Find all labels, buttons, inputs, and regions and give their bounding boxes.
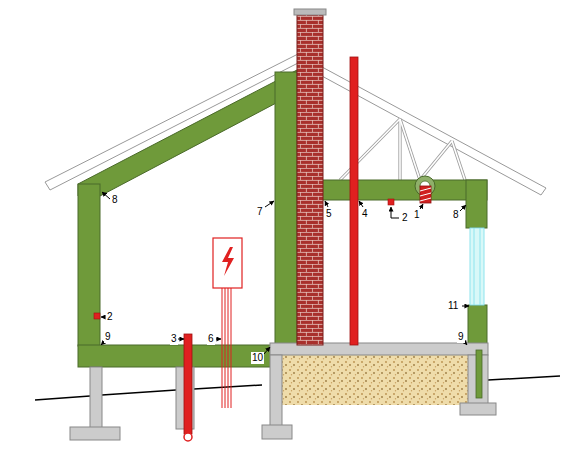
foundation-wall [270,355,282,427]
callout-number: 4 [361,208,369,220]
insulated-rafter [78,70,297,196]
roof-truss [340,119,465,180]
callout-number: 9 [457,331,465,343]
gravel-fill [282,355,468,405]
flex-duct-coil [420,188,431,201]
callout-number: 10 [251,352,264,364]
callout-number: 6 [207,333,215,345]
callout-number: 8 [111,194,119,206]
flex-duct [420,186,431,203]
vent-pipe [350,57,358,345]
footing [262,425,292,439]
callout-number: 1 [413,209,421,221]
leader-line [101,192,469,354]
callout-number: 2 [106,311,114,323]
plumbing-pipe [184,334,192,434]
window-frame [474,228,475,305]
foundation-insulation [476,350,482,398]
callout-number: 8 [452,209,460,221]
chimney [297,14,323,345]
insulated-wall [468,305,487,347]
ground-line [102,390,176,395]
ground-line [35,396,90,400]
ground-line [488,376,560,380]
pipe-opening [184,433,192,441]
callout-number: 5 [325,208,333,220]
callout-number: 7 [256,206,264,218]
callout-number: 11 [447,300,459,312]
insulated-wall [78,184,100,346]
lightning-symbol [222,247,234,276]
window-frame [480,228,481,305]
electrical-panel [213,238,242,288]
pier [90,367,102,429]
penetration [94,313,100,319]
callout-number: 3 [170,333,178,345]
footing [70,427,120,440]
footing [460,403,496,415]
insulated-floor [78,345,275,367]
chimney-cap [294,9,326,15]
electrical-wires [222,288,231,408]
roof-truss [340,119,465,180]
callout-number: 2 [401,212,409,224]
insulated-wall [466,180,487,228]
insulated-wall [275,72,297,346]
insulated-ceiling [297,180,487,200]
roof [298,54,546,195]
penetration [388,199,394,205]
callout-number: 9 [104,331,112,343]
roof [45,54,298,190]
window [470,228,484,305]
